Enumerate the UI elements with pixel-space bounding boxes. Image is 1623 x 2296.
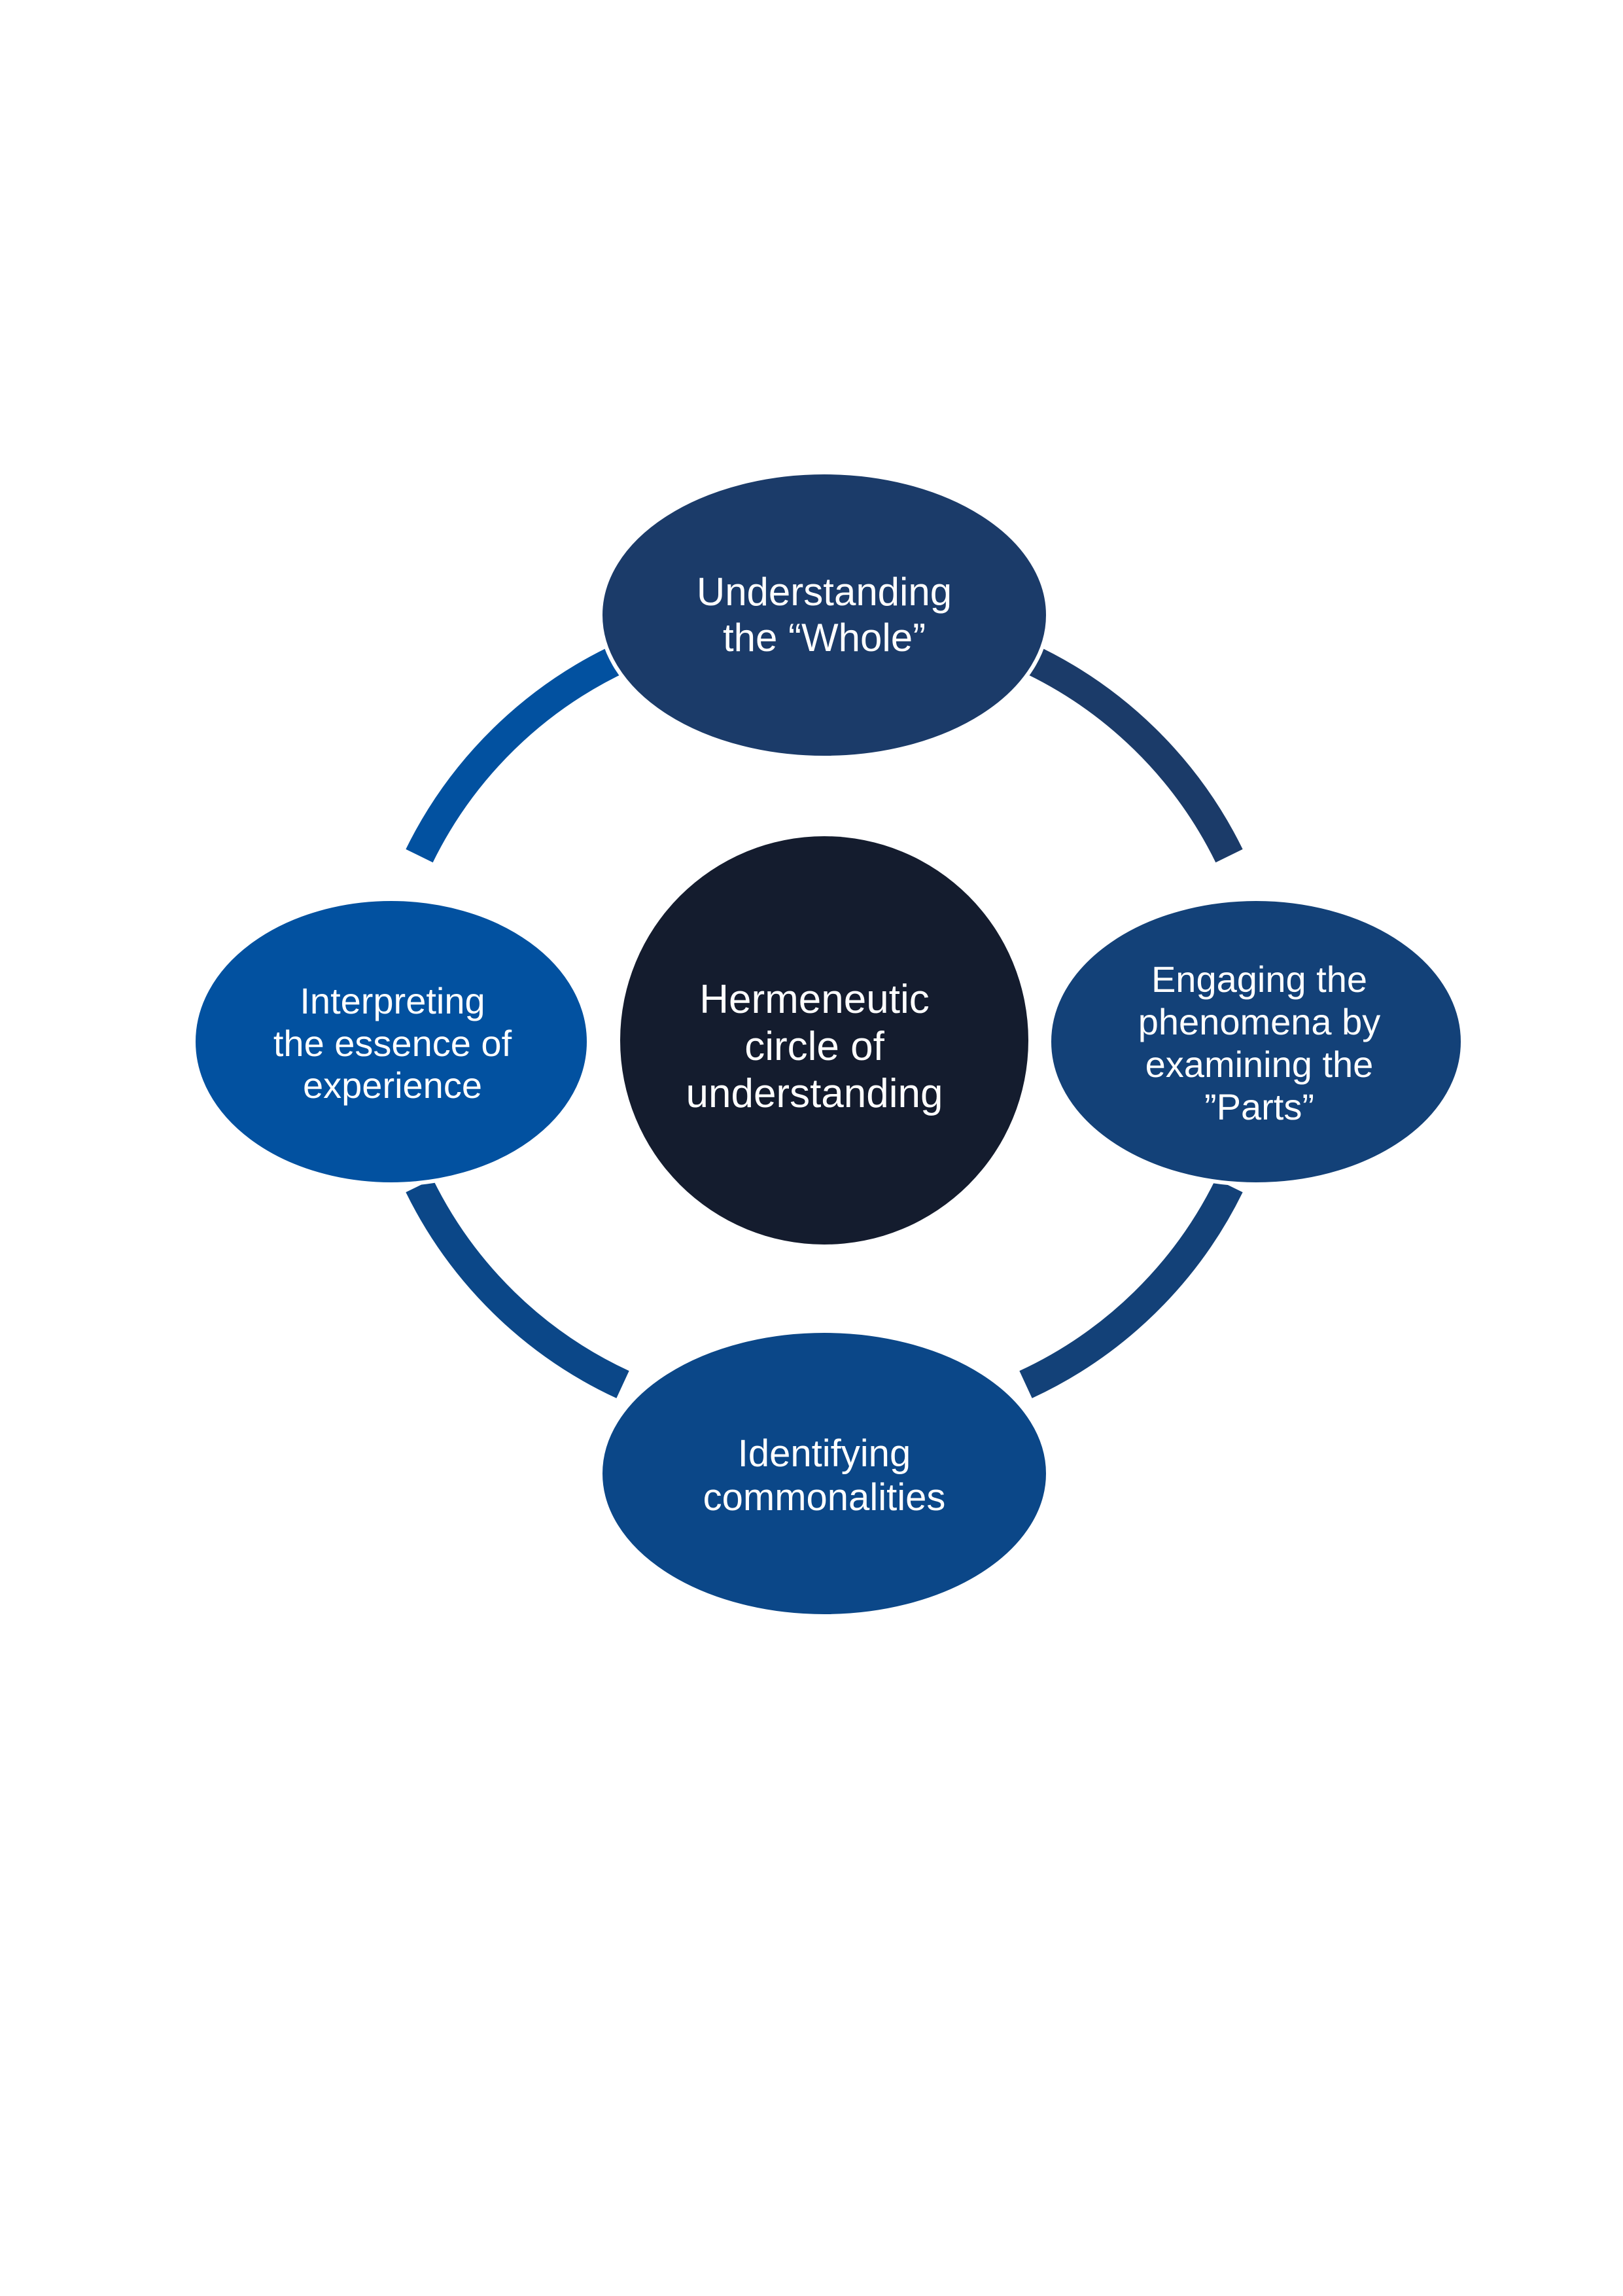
node-left-label-line: experience <box>303 1065 482 1106</box>
node-right-label: Engaging the phenomena by examining the … <box>1056 903 1462 1184</box>
node-right-label-line: ”Parts” <box>1204 1086 1314 1127</box>
node-right-label-line: Engaging the <box>1151 959 1368 1000</box>
node-top-label: Understanding the “Whole” <box>608 481 1040 749</box>
node-bottom-label-line: commonalities <box>703 1476 946 1519</box>
arc-right-to-bottom <box>1019 1178 1243 1398</box>
arc-top-to-right <box>1019 643 1243 863</box>
node-right-label-line: examining the <box>1145 1044 1374 1085</box>
node-right-label-line: phenomena by <box>1138 1001 1381 1043</box>
node-bottom-label: Identifying commonalities <box>608 1335 1040 1616</box>
node-right-ellipse <box>1047 897 1465 1186</box>
node-left-ellipse <box>192 897 591 1186</box>
node-top-label-line: the “Whole” <box>722 616 926 660</box>
node-left-label-line: Interpreting <box>300 980 485 1021</box>
center-label-line: Hermeneutic <box>699 977 930 1023</box>
center-circle <box>620 836 1028 1245</box>
node-top-label-line: Understanding <box>696 570 952 614</box>
center-label-line: understanding <box>686 1070 943 1116</box>
node-left-label: Interpreting the essence of experience <box>200 903 585 1184</box>
node-left-label-line: the essence of <box>273 1022 512 1064</box>
center-label: Hermeneutic circle of understanding <box>625 851 1004 1243</box>
node-bottom-ellipse <box>599 1329 1050 1618</box>
arc-left-to-top <box>406 643 629 863</box>
center-label-line: circle of <box>744 1024 884 1070</box>
arc-bottom-to-left <box>406 1178 629 1398</box>
node-top-ellipse <box>599 470 1050 760</box>
node-bottom-label-line: Identifying <box>737 1432 911 1475</box>
